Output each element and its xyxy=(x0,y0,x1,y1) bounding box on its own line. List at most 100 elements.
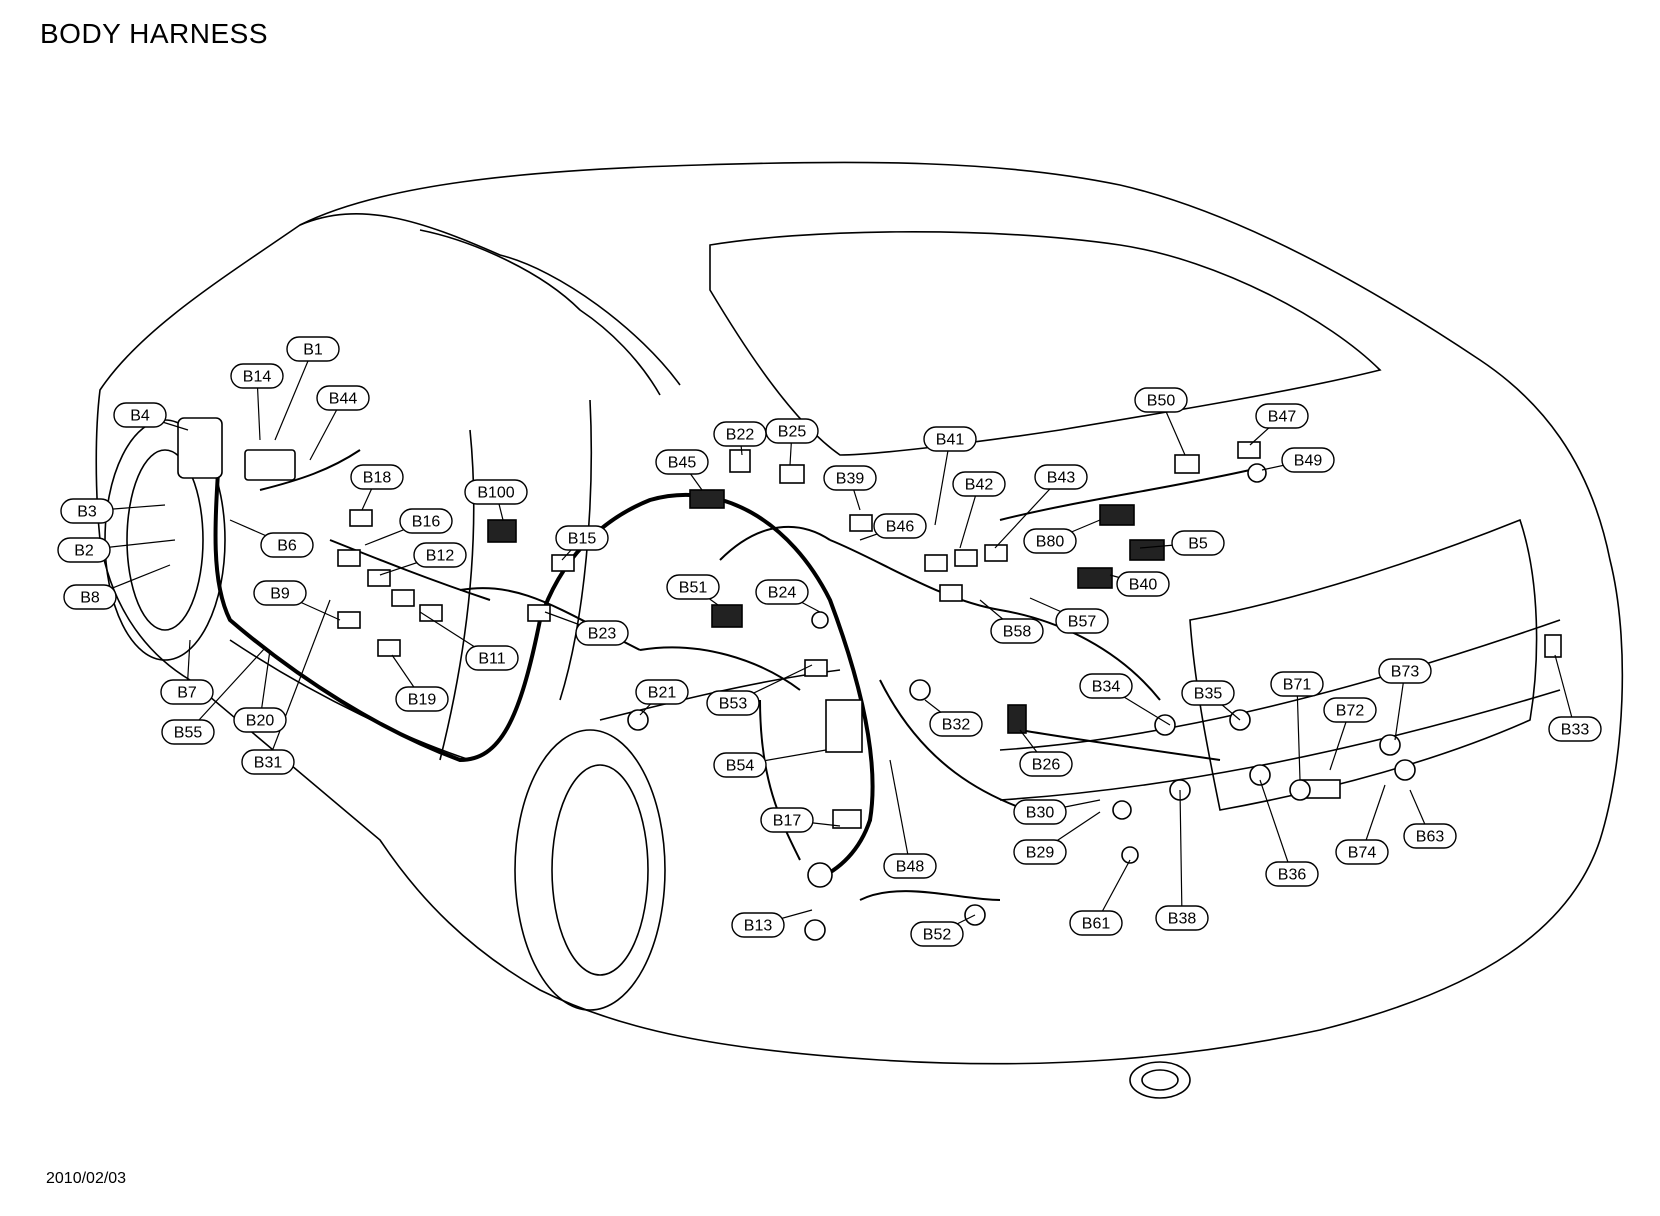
callout-b12: B12 xyxy=(413,542,467,568)
callout-b11: B11 xyxy=(465,645,519,671)
callout-label: B57 xyxy=(1068,614,1097,631)
callout-label: B74 xyxy=(1348,845,1377,862)
callout-b19: B19 xyxy=(395,686,449,712)
callout-b13: B13 xyxy=(731,912,785,938)
callout-b5: B5 xyxy=(1171,530,1225,556)
callout-b20: B20 xyxy=(233,707,287,733)
callout-label: B31 xyxy=(254,755,283,772)
callout-label: B19 xyxy=(408,692,437,709)
callout-b50: B50 xyxy=(1134,387,1188,413)
callout-label: B55 xyxy=(174,725,203,742)
callout-b29: B29 xyxy=(1013,839,1067,865)
callout-label: B5 xyxy=(1188,536,1208,553)
callout-label: B25 xyxy=(778,424,807,441)
callout-label: B49 xyxy=(1294,453,1323,470)
connector-shapes xyxy=(177,417,1562,829)
callout-b57: B57 xyxy=(1055,608,1109,634)
callout-label: B35 xyxy=(1194,686,1223,703)
leader-b36 xyxy=(1259,779,1293,875)
callout-label: B38 xyxy=(1168,911,1197,928)
callout-b6: B6 xyxy=(260,532,314,558)
callout-b38: B38 xyxy=(1155,905,1209,931)
callout-label: B23 xyxy=(588,626,617,643)
callout-b26: B26 xyxy=(1019,751,1073,777)
callout-b48: B48 xyxy=(883,853,937,879)
callout-label: B39 xyxy=(836,471,865,488)
callout-label: B26 xyxy=(1032,757,1061,774)
callout-label: B45 xyxy=(668,455,697,472)
callout-label: B52 xyxy=(923,927,952,944)
callout-label: B41 xyxy=(936,432,965,449)
leader-b55 xyxy=(187,647,266,733)
callout-label: B7 xyxy=(177,685,197,702)
callout-b80: B80 xyxy=(1023,528,1077,554)
callout-b17: B17 xyxy=(760,807,814,833)
callout-b58: B58 xyxy=(990,618,1044,644)
callout-b33: B33 xyxy=(1548,716,1602,742)
callout-label: B51 xyxy=(679,580,708,597)
callout-b74: B74 xyxy=(1335,839,1389,865)
callout-label: B8 xyxy=(80,590,100,607)
callout-b44: B44 xyxy=(316,385,370,411)
callout-b47: B47 xyxy=(1255,403,1309,429)
callout-b43: B43 xyxy=(1034,464,1088,490)
callout-label: B100 xyxy=(477,485,514,502)
callout-label: B9 xyxy=(270,586,290,603)
callout-label: B36 xyxy=(1278,867,1307,884)
callout-label: B33 xyxy=(1561,722,1590,739)
callout-b2: B2 xyxy=(57,537,111,563)
callout-label: B42 xyxy=(965,477,994,494)
callout-b71: B71 xyxy=(1270,671,1324,697)
callout-b42: B42 xyxy=(952,471,1006,497)
callout-b72: B72 xyxy=(1323,697,1377,723)
leader-b1 xyxy=(274,348,314,441)
callout-b55: B55 xyxy=(161,719,215,745)
callout-label: B17 xyxy=(773,813,802,830)
callout-label: B34 xyxy=(1092,679,1121,696)
callout-label: B2 xyxy=(74,543,94,560)
callout-b36: B36 xyxy=(1265,861,1319,887)
callout-b54: B54 xyxy=(713,752,767,778)
callout-label: B50 xyxy=(1147,393,1176,410)
diagram-date: 2010/02/03 xyxy=(46,1170,127,1187)
callout-b4: B4 xyxy=(113,402,167,428)
callout-label: B3 xyxy=(77,504,97,521)
callout-label: B53 xyxy=(719,696,748,713)
callout-label: B20 xyxy=(246,713,275,730)
callout-b61: B61 xyxy=(1069,910,1123,936)
callout-b15: B15 xyxy=(555,525,609,551)
callout-b16: B16 xyxy=(399,508,453,534)
callout-label: B48 xyxy=(896,859,925,876)
callout-b32: B32 xyxy=(929,711,983,737)
callout-b9: B9 xyxy=(253,580,307,606)
callout-b45: B45 xyxy=(655,449,709,475)
rear-wheel xyxy=(514,729,666,1011)
callout-b51: B51 xyxy=(666,574,720,600)
callout-b35: B35 xyxy=(1181,680,1235,706)
callout-label: B44 xyxy=(329,391,358,408)
callout-label: B80 xyxy=(1036,534,1065,551)
callout-b23: B23 xyxy=(575,620,629,646)
callout-b46: B46 xyxy=(873,513,927,539)
callout-b22: B22 xyxy=(713,421,767,447)
callout-label: B6 xyxy=(277,538,297,555)
callout-b100: B100 xyxy=(464,479,528,505)
callout-label: B46 xyxy=(886,519,915,536)
callout-b40: B40 xyxy=(1116,571,1170,597)
callout-b30: B30 xyxy=(1013,799,1067,825)
leader-b71 xyxy=(1296,683,1301,781)
callout-b18: B18 xyxy=(350,464,404,490)
callout-b39: B39 xyxy=(823,465,877,491)
callout-b41: B41 xyxy=(923,426,977,452)
callout-b14: B14 xyxy=(230,363,284,389)
callout-label: B18 xyxy=(363,470,392,487)
exhaust-pipe xyxy=(1129,1061,1191,1099)
callout-label: B29 xyxy=(1026,845,1055,862)
callout-label: B63 xyxy=(1416,829,1445,846)
callout-label: B71 xyxy=(1283,677,1312,694)
callout-b31: B31 xyxy=(241,749,295,775)
callout-b3: B3 xyxy=(60,498,114,524)
callout-b7: B7 xyxy=(160,679,214,705)
leader-b38 xyxy=(1179,789,1183,919)
